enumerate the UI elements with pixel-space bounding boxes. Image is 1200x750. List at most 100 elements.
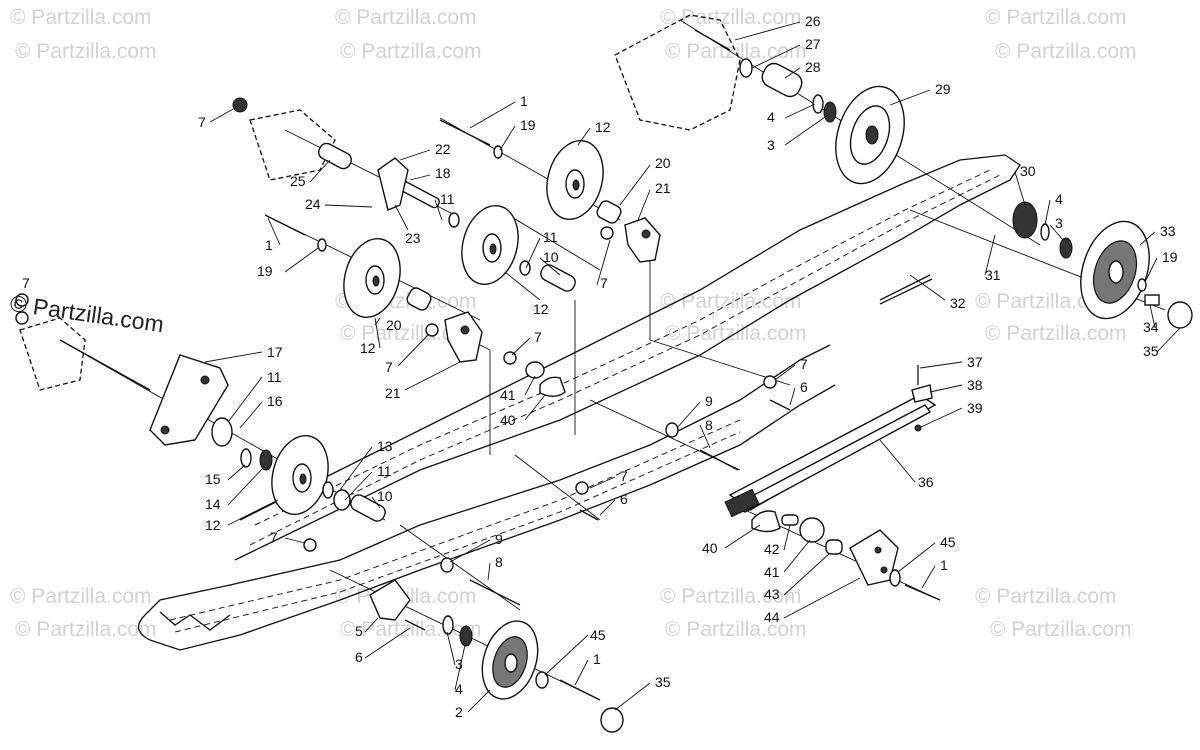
bearing-4-3-top <box>812 94 837 123</box>
callout-41: 41 <box>500 387 516 403</box>
block-40-lower <box>751 510 781 533</box>
bearing-16-15-14 <box>211 417 273 471</box>
block-40-upper <box>539 376 566 397</box>
callout-4: 4 <box>455 681 463 697</box>
spacer-28 <box>761 62 803 98</box>
torque-arm-36 <box>724 394 937 518</box>
watermark-text: © Partzilla.com <box>665 40 807 63</box>
callout-1: 1 <box>520 93 528 109</box>
arm-17 <box>59 339 229 446</box>
callout-34: 34 <box>1143 319 1159 335</box>
callout-24: 24 <box>305 196 321 212</box>
callout-11: 11 <box>543 229 558 245</box>
callout-40: 40 <box>702 540 718 556</box>
watermark-text: © Partzilla.com <box>665 618 807 641</box>
watermark-text: © Partzilla.com <box>15 618 157 641</box>
bracket-21-left <box>444 311 483 363</box>
callout-35: 35 <box>1143 343 1159 359</box>
callout-43: 43 <box>764 586 780 602</box>
callout-13: 13 <box>377 438 393 454</box>
washer-45-9-set <box>317 145 1147 689</box>
callout-45: 45 <box>940 534 956 550</box>
callout-labels: 26 27 28 29 4 3 1 19 12 7 22 18 25 11 24… <box>22 13 1178 720</box>
bearing-3-4-bottom <box>442 615 473 647</box>
watermark-text: © Partzilla.com <box>975 585 1117 608</box>
callout-39: 39 <box>967 400 983 416</box>
cap-34-35 <box>1144 294 1193 329</box>
callout-30: 30 <box>1020 163 1036 179</box>
idler-wheel-12-lower <box>271 435 329 515</box>
hub-30 <box>1012 201 1073 259</box>
idler-wheel-29 <box>835 85 905 185</box>
callout-6: 6 <box>800 379 808 395</box>
callout-3: 3 <box>455 656 463 672</box>
leader-lines <box>204 21 1181 713</box>
callout-15: 15 <box>205 471 221 487</box>
frame-plate-left <box>19 317 86 391</box>
bracket-21-top <box>624 217 661 263</box>
clip-37-38-39 <box>911 365 933 432</box>
washer-27 <box>739 58 753 78</box>
callout-14: 14 <box>205 496 221 512</box>
callout-6: 6 <box>355 649 363 665</box>
callout-37: 37 <box>967 354 983 370</box>
callout-22: 22 <box>435 141 451 157</box>
callout-31: 31 <box>985 267 1001 283</box>
spacer-10-middle <box>540 264 576 292</box>
callout-4: 4 <box>767 109 775 125</box>
callout-12: 12 <box>533 301 549 317</box>
callout-9: 9 <box>705 393 713 409</box>
callout-1: 1 <box>940 557 948 573</box>
callout-7: 7 <box>800 356 808 372</box>
callout-21: 21 <box>655 180 671 196</box>
watermark-text: © Partzilla.com <box>990 618 1132 641</box>
watermark-text: © Partzilla.com <box>10 6 152 29</box>
callout-3: 3 <box>1055 215 1063 231</box>
callout-8: 8 <box>495 554 503 570</box>
watermark-text: © Partzilla.com <box>660 290 802 313</box>
idler-wheel-12-middle <box>461 205 519 285</box>
callout-11: 11 <box>377 463 392 479</box>
callout-20: 20 <box>655 155 671 171</box>
callout-19: 19 <box>257 263 273 279</box>
callout-41: 41 <box>764 564 780 580</box>
callout-1: 1 <box>593 651 601 667</box>
callout-20: 20 <box>386 317 402 333</box>
bolt-1-set <box>264 119 941 701</box>
callout-12: 12 <box>205 517 221 533</box>
watermark-text: © Partzilla.com <box>985 6 1127 29</box>
bolt-6-set <box>404 399 791 631</box>
callout-11: 11 <box>267 369 282 385</box>
spacer-20-left <box>406 287 432 311</box>
callout-33: 33 <box>1160 223 1176 239</box>
washer-42-41-43 <box>781 514 843 555</box>
spacer-20-top <box>596 200 622 224</box>
callout-25: 25 <box>290 173 306 189</box>
idler-wheel-12-left <box>343 238 401 318</box>
bolt-32 <box>879 274 933 305</box>
callout-36: 36 <box>918 474 934 490</box>
watermark-text: © Partzilla.com <box>660 6 802 29</box>
callout-7: 7 <box>198 114 206 130</box>
callout-7: 7 <box>620 468 628 484</box>
callout-29: 29 <box>935 81 951 97</box>
nut-7-set <box>15 97 777 552</box>
callout-27: 27 <box>805 36 821 52</box>
callout-18: 18 <box>435 165 451 181</box>
assembly-centerlines <box>59 19 1166 701</box>
watermark-text: © Partzilla.com <box>335 6 477 29</box>
watermark-text: © Partzilla.com <box>660 585 802 608</box>
arm-22 <box>377 157 409 211</box>
callout-7: 7 <box>270 529 278 545</box>
callout-8: 8 <box>705 417 713 433</box>
washer-41-upper <box>525 361 545 379</box>
callout-10: 10 <box>377 488 393 504</box>
callout-28: 28 <box>805 59 821 75</box>
callout-2: 2 <box>455 704 463 720</box>
callout-19: 19 <box>1162 249 1178 265</box>
callout-17: 17 <box>267 344 283 360</box>
callout-32: 32 <box>950 295 966 311</box>
watermark-text: © Partzilla.com <box>15 40 157 63</box>
callout-19: 19 <box>520 117 536 133</box>
callout-35: 35 <box>655 674 671 690</box>
